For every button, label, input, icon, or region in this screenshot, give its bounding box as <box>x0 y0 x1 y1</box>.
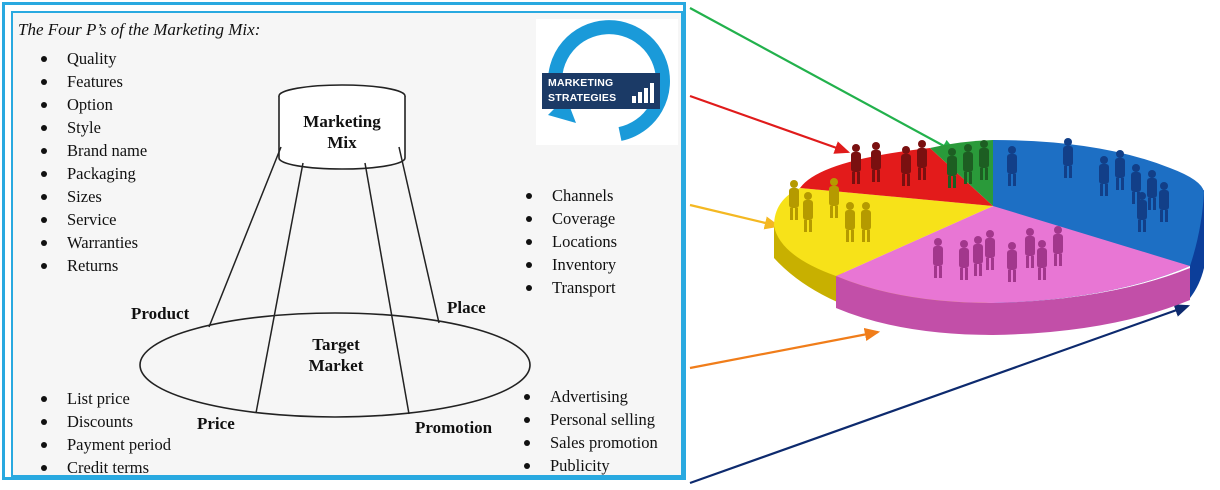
list-item: List price <box>35 387 171 410</box>
list-item: Warranties <box>35 231 147 254</box>
arrow-orange <box>689 328 881 370</box>
list-item: Style <box>35 116 147 139</box>
list-item: Discounts <box>35 410 171 433</box>
marketing-mix-figure-frame: The Four P’s of the Marketing Mix: Marke… <box>2 2 686 480</box>
product-label: Product <box>131 304 190 323</box>
person-silhouette-icon <box>789 178 871 242</box>
list-item: Transport <box>520 276 617 299</box>
list-item: Brand name <box>35 139 147 162</box>
list-item: Channels <box>520 184 617 207</box>
marketing-mix-diagram <box>139 84 531 418</box>
list-item: Sizes <box>35 185 147 208</box>
list-item: Advertising <box>518 385 658 408</box>
cone-line-place <box>398 146 440 324</box>
list-item: Personal selling <box>518 408 658 431</box>
logo-line1: MARKETING <box>548 77 614 89</box>
list-item: Option <box>35 93 147 116</box>
red-slice <box>800 148 993 206</box>
pie-illustration <box>774 138 1204 335</box>
price-attributes-list: List price Discounts Payment period Cred… <box>35 387 171 475</box>
list-item: Payment period <box>35 433 171 456</box>
cone-line-product <box>208 146 282 328</box>
green-slice <box>930 140 993 206</box>
cylinder-body <box>278 96 406 170</box>
person-silhouette-icon <box>947 140 989 188</box>
marketing-mix-figure: The Four P’s of the Marketing Mix: Marke… <box>11 11 683 477</box>
list-item: Packaging <box>35 162 147 185</box>
person-silhouette-icon <box>851 140 927 186</box>
list-item: Features <box>35 70 147 93</box>
person-silhouette-icon <box>933 226 1063 282</box>
promotion-attributes-list: Advertising Personal selling Sales promo… <box>518 385 658 475</box>
place-attributes-list: Channels Coverage Locations Inventory Tr… <box>520 184 617 299</box>
list-item: Coverage <box>520 207 617 230</box>
list-item: Quality <box>35 47 147 70</box>
arrow-red <box>689 94 851 154</box>
yellow-slice <box>774 188 993 276</box>
list-item: Inventory <box>520 253 617 276</box>
target-market-ellipse <box>139 312 531 418</box>
list-item: Locations <box>520 230 617 253</box>
logo-ring-icon <box>542 20 670 141</box>
list-item: Sales promotion <box>518 431 658 454</box>
population-pie-graphic <box>690 0 1220 485</box>
arrow-green <box>689 7 957 154</box>
price-label: Price <box>197 414 235 433</box>
magenta-slice-side <box>836 268 1190 335</box>
list-item: Credit terms <box>35 456 171 475</box>
product-attributes-list: Quality Features Option Style Brand name… <box>35 47 147 277</box>
cone-line-price <box>255 162 304 414</box>
list-item: Service <box>35 208 147 231</box>
marketing-mix-label: Marketing Mix <box>303 112 381 152</box>
person-silhouette-icon <box>1007 138 1169 232</box>
list-item: Publicity <box>518 454 658 475</box>
promotion-label: Promotion <box>415 418 493 437</box>
list-item: Returns <box>35 254 147 277</box>
bar-chart-icon <box>632 83 654 103</box>
arrow-navy <box>689 304 1191 485</box>
logo-line2: STRATEGIES <box>548 92 617 104</box>
arrow-yellow <box>689 203 781 230</box>
figure-title: The Four P’s of the Marketing Mix: <box>18 20 261 39</box>
target-market-label: Target Market <box>308 335 364 375</box>
place-label: Place <box>447 298 486 317</box>
marketing-strategies-logo: MARKETING STRATEGIES <box>536 19 678 145</box>
cone-line-promotion <box>364 162 410 415</box>
